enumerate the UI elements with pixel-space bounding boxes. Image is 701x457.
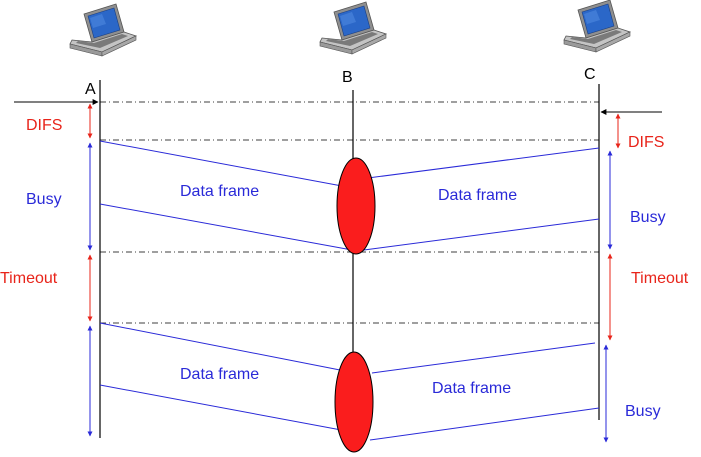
label-busy-c: Busy [630, 209, 666, 226]
data-frame-label: Data frame [432, 380, 511, 397]
collision-marker [334, 351, 374, 453]
laptop-icon [563, 0, 631, 53]
reference-lines [100, 101, 599, 324]
label-difs-c: DIFS [628, 134, 664, 151]
node-label-b: B [342, 69, 353, 86]
node-label-a: A [85, 81, 96, 98]
data-frame-label: Data frame [180, 366, 259, 383]
node-label-c: C [584, 66, 596, 83]
label-timeout-a: Timeout [0, 270, 58, 287]
laptop-icon [69, 3, 137, 57]
frame-lines [99, 140, 600, 441]
label-busy-a: Busy [26, 191, 62, 208]
data-frame-label: Data frame [180, 183, 259, 200]
data-frame-label: Data frame [438, 187, 517, 204]
label-busy-c-2: Busy [625, 403, 661, 420]
label-timeout-c: Timeout [631, 270, 689, 287]
label-difs-a: DIFS [26, 117, 62, 134]
laptop-icon [319, 1, 387, 55]
collision-marker [336, 157, 376, 255]
